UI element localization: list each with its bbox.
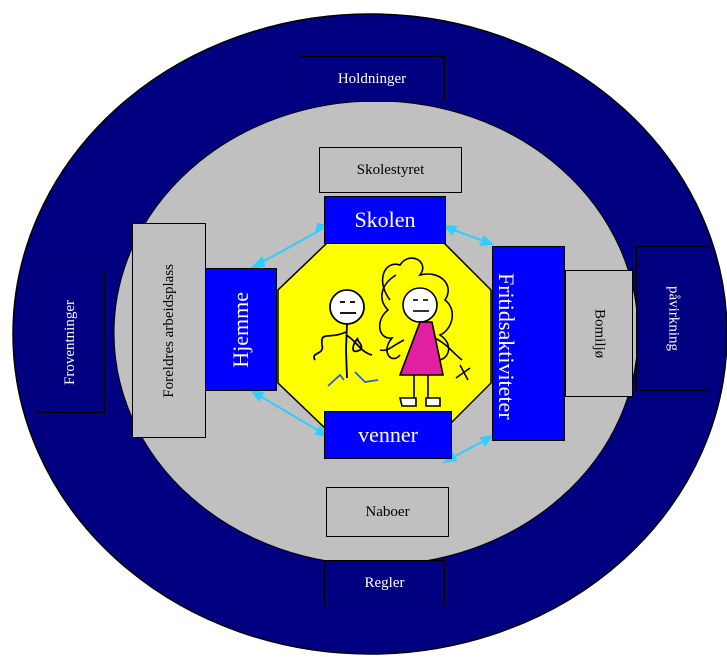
middle-label-bottom-text: Naboer — [365, 504, 409, 521]
middle-label-left: Foreldres arbeidsplass — [132, 223, 206, 438]
core-label-left-text: Hjemme — [228, 292, 254, 368]
middle-label-right: Bomiljø — [565, 270, 633, 397]
outer-label-top: Holdninger — [299, 56, 445, 102]
outer-label-top-text: Holdninger — [338, 71, 406, 88]
outer-label-bottom: Regler — [324, 560, 445, 606]
outer-label-right: påvirkning — [636, 246, 710, 391]
middle-label-top: Skolestyret — [319, 147, 462, 193]
middle-label-top-text: Skolestyret — [357, 162, 425, 179]
outer-label-left: Froventninger — [35, 271, 105, 413]
core-label-top-text: Skolen — [354, 207, 415, 233]
core-label-right: Fritidsaktiviteter — [492, 246, 565, 441]
outer-label-right-text: påvirkning — [665, 286, 682, 351]
core-label-bottom: venner — [324, 411, 452, 459]
core-label-top: Skolen — [324, 196, 446, 244]
core-label-bottom-text: venner — [358, 422, 418, 448]
middle-label-bottom: Naboer — [326, 487, 449, 537]
middle-label-left-text: Foreldres arbeidsplass — [161, 264, 178, 398]
core-label-left: Hjemme — [205, 268, 277, 391]
outer-label-bottom-text: Regler — [365, 575, 405, 592]
core-label-right-text: Fritidsaktiviteter — [493, 273, 519, 420]
outer-label-left-text: Froventninger — [62, 300, 79, 385]
middle-label-right-text: Bomiljø — [591, 309, 608, 358]
